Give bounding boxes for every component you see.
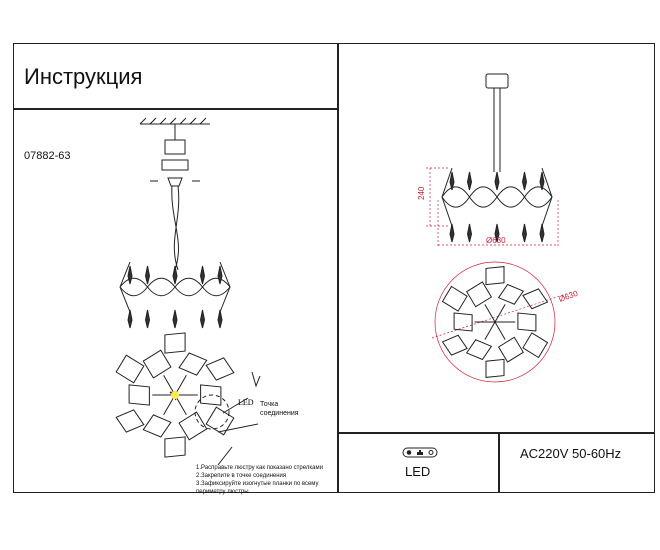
crystal-pendant xyxy=(172,309,178,329)
rhombus-shade xyxy=(485,266,505,286)
chandelier-top-view-dim xyxy=(441,266,549,378)
chandelier-top-view xyxy=(115,332,235,458)
diameter-dimension-top: Ø630 xyxy=(558,289,580,304)
step-1: 1.Расправьте люстру как показано стрелка… xyxy=(196,465,323,471)
rhombus-shade xyxy=(497,336,524,363)
crystal-pendant xyxy=(539,223,545,243)
height-dimension: 240 xyxy=(417,186,426,200)
rhombus-shade xyxy=(205,406,235,436)
crystal-pendant xyxy=(144,265,151,285)
crystal-pendant xyxy=(144,309,151,329)
crystal-pendant xyxy=(217,265,223,285)
spec-row-divider xyxy=(337,432,655,434)
led-connector-icon xyxy=(402,447,438,458)
crystal-pendant xyxy=(199,265,206,285)
page-title: Инструкция xyxy=(24,64,143,89)
chandelier-side-view xyxy=(119,261,231,329)
spec-cell-divider xyxy=(498,432,500,493)
sheet-frame xyxy=(13,43,655,493)
rhombus-shade xyxy=(142,349,172,379)
chandelier-front-view xyxy=(441,167,553,243)
arm-segment xyxy=(441,186,471,208)
rhombus-shade xyxy=(465,339,493,361)
crystal-pendant xyxy=(466,223,473,243)
light-source-label: LED xyxy=(405,464,431,479)
arm-tip xyxy=(441,167,453,227)
crystal-pendant xyxy=(539,171,545,191)
crystal-pendant xyxy=(127,309,133,329)
crystal-pendant xyxy=(521,223,528,243)
rhombus-shade xyxy=(205,357,235,381)
arm-segment xyxy=(147,277,176,297)
arm-tip xyxy=(219,261,231,313)
arm-segment xyxy=(524,186,553,208)
rhombus-shade xyxy=(200,384,222,406)
crystal-pendant xyxy=(521,171,528,191)
ceiling-canopy xyxy=(485,73,509,172)
crystal-pendant xyxy=(217,309,223,329)
rhombus-shade xyxy=(115,409,145,433)
crystal-pendant xyxy=(127,265,133,285)
rhombus-shade xyxy=(128,384,150,406)
diameter-dimension: Ø630 xyxy=(486,236,506,245)
ceiling-mount-drawing xyxy=(139,117,210,271)
crystal-pendant xyxy=(494,171,500,191)
rhombus-shade xyxy=(466,281,493,308)
header-divider xyxy=(13,108,337,110)
rhombus-shade xyxy=(522,288,549,310)
step-2: 2.Закрепите в точке соединения xyxy=(196,473,287,479)
crystal-pendant xyxy=(199,309,206,329)
rhombus-shade xyxy=(178,411,208,441)
star-arm xyxy=(494,304,506,323)
crystal-pendant xyxy=(449,223,455,243)
step-3: 3.Зафиксируйте изогнутые планки по всему… xyxy=(196,481,319,495)
rhombus-shade xyxy=(497,283,525,305)
led-center-marker xyxy=(171,391,179,399)
rhombus-shade xyxy=(178,352,208,376)
rhombus-shade xyxy=(164,436,186,458)
diameter-circle xyxy=(434,261,556,383)
arm-tip xyxy=(119,261,131,313)
arm-segment xyxy=(469,186,498,208)
crystal-pendant xyxy=(494,223,500,243)
rhombus-shade xyxy=(522,332,549,359)
crystal-pendant xyxy=(466,171,473,191)
star-arm xyxy=(484,321,496,340)
led-callout-label: LED xyxy=(238,398,254,407)
rhombus-shade xyxy=(441,285,468,312)
power-spec: AC220V 50-60Hz xyxy=(520,446,622,461)
arm-segment xyxy=(496,186,526,208)
arm-tip xyxy=(541,167,553,227)
arm-segment xyxy=(174,277,204,297)
column-divider xyxy=(337,43,339,493)
rhombus-shade xyxy=(142,414,172,438)
rhombus-shade xyxy=(115,354,145,384)
dimension-lines xyxy=(426,167,573,339)
model-number: 07882-63 xyxy=(24,150,71,162)
assembly-steps: 1.Расправьте люстру как показано стрелка… xyxy=(196,464,336,496)
rhombus-shade xyxy=(453,312,473,332)
star-arm xyxy=(484,304,496,323)
rhombus-shade xyxy=(441,334,468,356)
connection-point-label: Точка соединения xyxy=(260,401,299,417)
rhombus-shade xyxy=(485,358,505,378)
arm-segment xyxy=(202,277,231,297)
rhombus-shade xyxy=(164,332,186,354)
arm-segment xyxy=(119,277,149,297)
crystal-pendant xyxy=(172,265,178,285)
crystal-pendant xyxy=(449,171,455,191)
star-arm xyxy=(494,321,506,340)
rhombus-shade xyxy=(517,312,537,332)
